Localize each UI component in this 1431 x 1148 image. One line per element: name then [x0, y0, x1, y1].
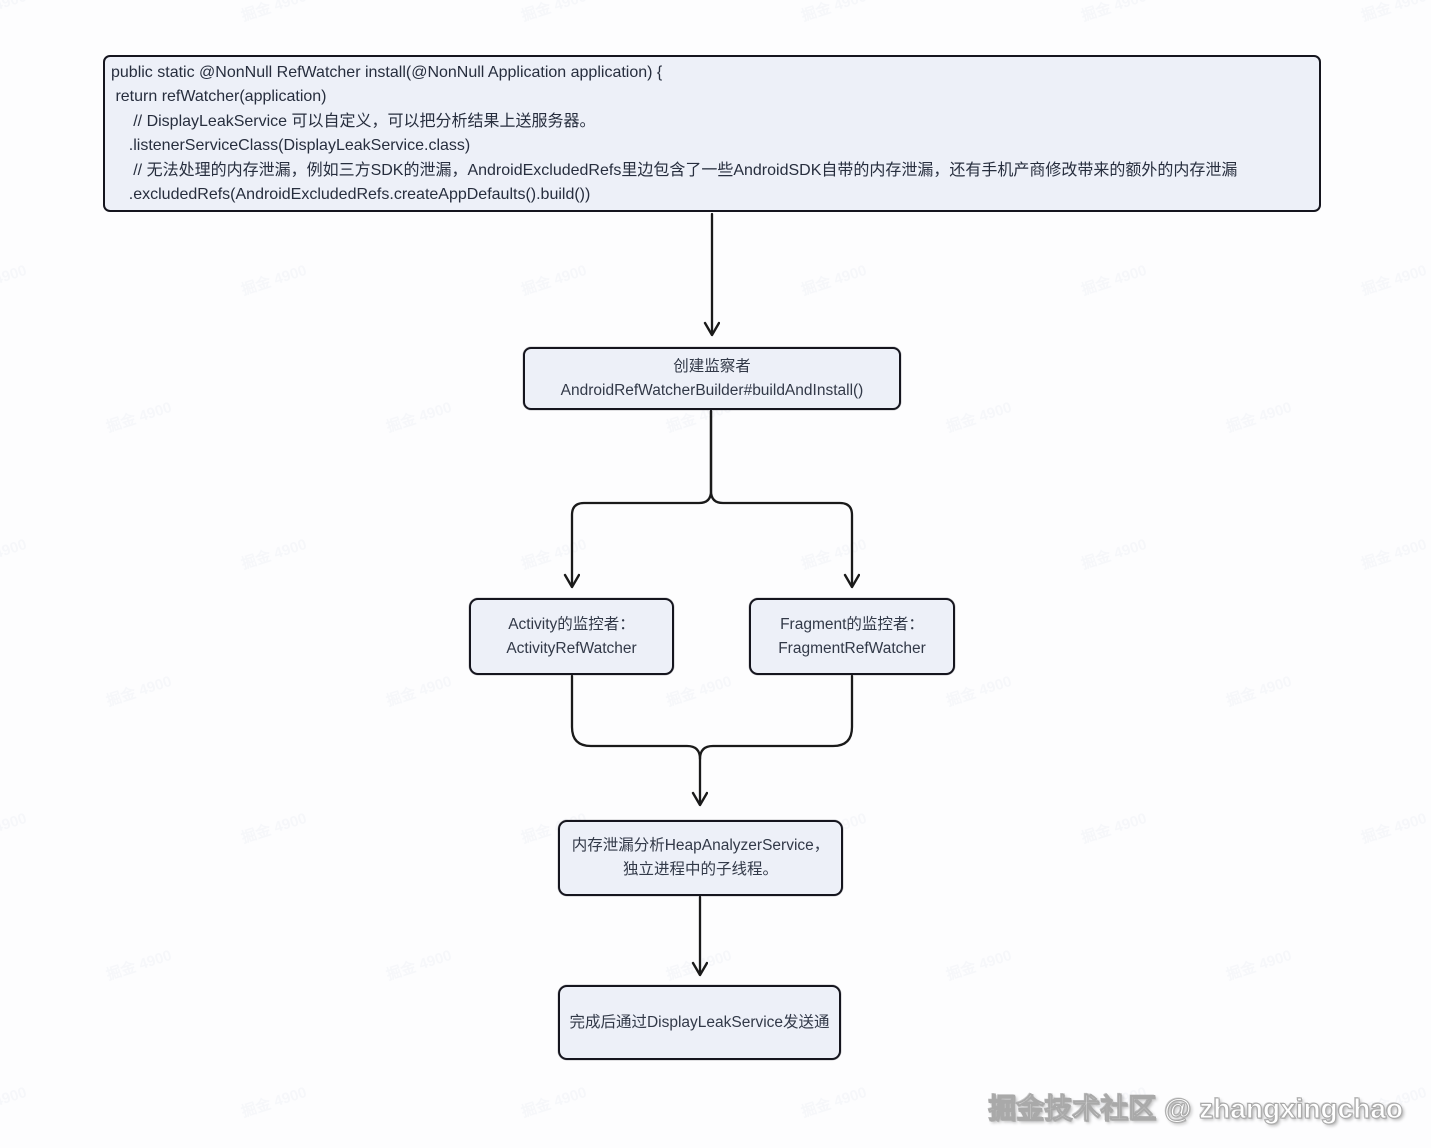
tiled-watermark-text: 掘金 4900	[943, 396, 1014, 437]
tiled-watermark-text: 掘金 4900	[238, 807, 309, 848]
node-fragment-refwatcher: Fragment的监控者： FragmentRefWatcher	[749, 598, 955, 675]
tiled-watermark-text: 掘金 4900	[943, 670, 1014, 711]
tiled-watermark-text: 掘金 4900	[1358, 259, 1429, 300]
tiled-watermark-text: 掘金 4900	[518, 259, 589, 300]
tiled-watermark-text: 掘金 4900	[0, 533, 29, 574]
tiled-watermark-text: 掘金 4900	[518, 533, 589, 574]
node-activity-refwatcher: Activity的监控者： ActivityRefWatcher	[469, 598, 674, 675]
tiled-watermark-text: 掘金 4900	[1078, 533, 1149, 574]
code-line: .excludedRefs(AndroidExcludedRefs.create…	[111, 186, 591, 204]
connector-merge-left	[570, 674, 700, 804]
tiled-watermark-text: 掘金 4900	[238, 259, 309, 300]
tiled-watermark-text: 掘金 4900	[1078, 259, 1149, 300]
node-fragment-title: Fragment的监控者：	[780, 615, 924, 633]
node-heap-analyzer: 内存泄漏分析HeapAnalyzerService， 独立进程中的子线程。	[558, 820, 843, 896]
tiled-watermark-text: 掘金 4900	[238, 1081, 309, 1122]
tiled-watermark-text: 掘金 4900	[238, 533, 309, 574]
tiled-watermark-text: 掘金 4900	[1223, 396, 1294, 437]
code-block: public static @NonNull RefWatcher instal…	[103, 55, 1321, 212]
node-display-leak-notify: 完成后通过DisplayLeakService发送通	[558, 985, 841, 1060]
code-line: // DisplayLeakService 可以自定义，可以把分析结果上送服务器…	[111, 112, 596, 130]
code-line: // 无法处理的内存泄漏，例如三方SDK的泄漏，AndroidExcludedR…	[111, 161, 1238, 179]
tiled-watermark-text: 掘金 4900	[383, 944, 454, 985]
tiled-watermark-text: 掘金 4900	[383, 396, 454, 437]
tiled-watermark-text: 掘金 4900	[0, 0, 29, 26]
tiled-watermark-text: 掘金 4900	[798, 533, 869, 574]
node-create-watcher: 创建监察者 AndroidRefWatcherBuilder#buildAndI…	[523, 347, 901, 410]
tiled-watermark-text: 掘金 4900	[1358, 533, 1429, 574]
connector-merge-right	[698, 674, 854, 761]
node-fragment-detail: FragmentRefWatcher	[778, 639, 926, 657]
tiled-watermark-text: 掘金 4900	[103, 944, 174, 985]
code-line: public static @NonNull RefWatcher instal…	[111, 64, 663, 81]
node-activity-title: Activity的监控者：	[508, 615, 635, 633]
node-create-watcher-title: 创建监察者	[673, 357, 751, 375]
tiled-watermark-text: 掘金 4900	[103, 670, 174, 711]
tiled-watermark-text: 掘金 4900	[518, 1081, 589, 1122]
connector-split-left	[572, 409, 713, 586]
tiled-watermark-text: 掘金 4900	[1358, 807, 1429, 848]
tiled-watermark-text: 掘金 4900	[0, 1081, 29, 1122]
tiled-watermark-text: 掘金 4900	[1078, 807, 1149, 848]
tiled-watermark-text: 掘金 4900	[663, 944, 734, 985]
tiled-watermark-text: 掘金 4900	[238, 0, 309, 26]
code-line: return refWatcher(application)	[111, 88, 327, 106]
tiled-watermark-text: 掘金 4900	[1223, 944, 1294, 985]
tiled-watermark-text: 掘金 4900	[798, 259, 869, 300]
node-heap-detail: 独立进程中的子线程。	[622, 861, 778, 878]
node-heap-title: 内存泄漏分析HeapAnalyzerService，	[571, 837, 830, 854]
tiled-watermark-text: 掘金 4900	[0, 807, 29, 848]
tiled-watermark-text: 掘金 4900	[663, 670, 734, 711]
node-create-watcher-detail: AndroidRefWatcherBuilder#buildAndInstall…	[560, 381, 864, 399]
tiled-watermark-text: 掘金 4900	[1358, 0, 1429, 26]
tiled-watermark-text: 掘金 4900	[1078, 0, 1149, 26]
tiled-watermark-text: 掘金 4900	[943, 944, 1014, 985]
tiled-watermark-text: 掘金 4900	[0, 259, 29, 300]
tiled-watermark-text: 掘金 4900	[103, 396, 174, 437]
tiled-watermark-text: 掘金 4900	[1223, 670, 1294, 711]
connector-split-right	[709, 409, 852, 586]
tiled-watermark-text: 掘金 4900	[383, 670, 454, 711]
tiled-watermark-text: 掘金 4900	[798, 0, 869, 26]
node-activity-detail: ActivityRefWatcher	[506, 639, 637, 657]
code-line: .listenerServiceClass(DisplayLeakService…	[111, 137, 471, 155]
tiled-watermark-text: 掘金 4900	[518, 0, 589, 26]
tiled-watermark-text: 掘金 4900	[798, 1081, 869, 1122]
credit-watermark: 掘金技术社区 @ zhangxingchao	[988, 1093, 1404, 1125]
node-notify-title: 完成后通过DisplayLeakService发送通	[569, 1013, 830, 1031]
